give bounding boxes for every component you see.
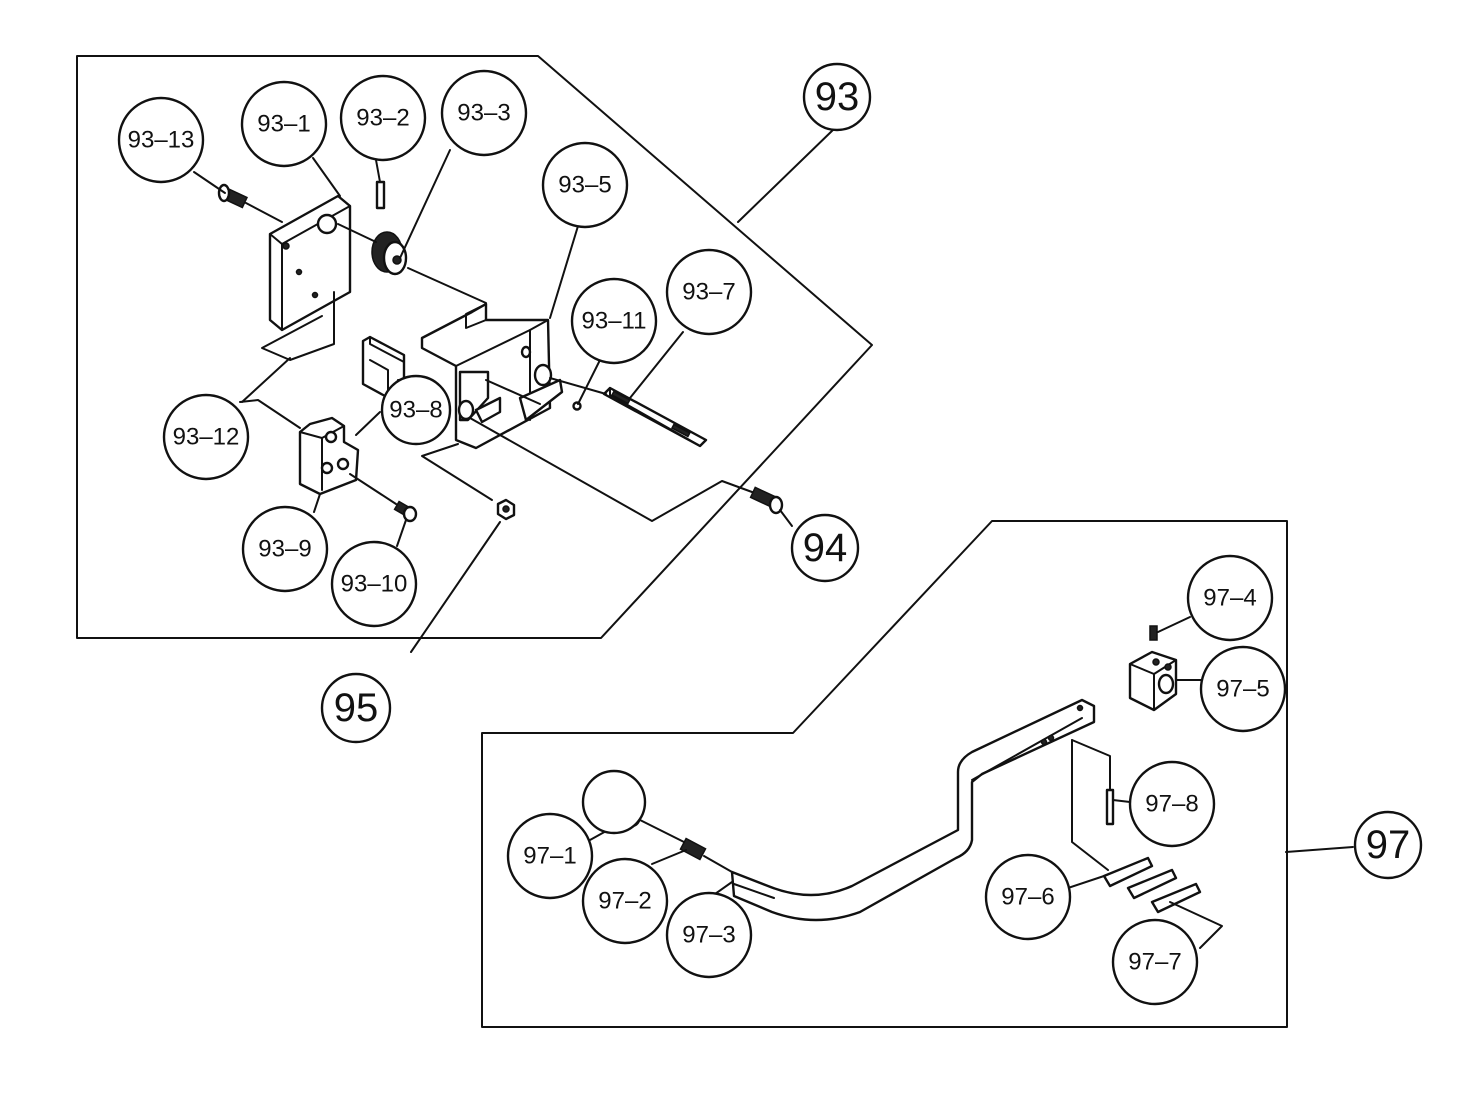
callout-93-12-label: 93–12 (173, 424, 240, 451)
callout-93: 93 (802, 62, 872, 132)
callout-97-5-label: 97–5 (1216, 676, 1269, 703)
callout-97-2: 97–2 (581, 857, 669, 945)
callout-93-9-label: 93–9 (258, 536, 311, 563)
part-93-5-housing (420, 302, 564, 450)
callout-95: 95 (320, 672, 392, 744)
callout-97-2-label: 97–2 (598, 888, 651, 915)
part-93-7-shaft (602, 386, 708, 448)
part-97-7-tab (1150, 882, 1202, 914)
part-93-13-screw (217, 183, 248, 209)
callout-97-1-ball (581, 769, 647, 835)
part-97-5-clamp-block (1128, 650, 1178, 712)
callout-97-7-label: 97–7 (1128, 949, 1181, 976)
part-97-2-spring (679, 837, 707, 861)
part-97-6-tab-a (1102, 856, 1154, 888)
part-95-nut (496, 498, 516, 521)
callout-93-7: 93–7 (665, 248, 753, 336)
part-93-9-block (298, 416, 360, 496)
callout-93-13-label: 93–13 (128, 127, 195, 154)
part-93-2-pin (375, 180, 386, 210)
callout-93-3: 93–3 (440, 69, 528, 157)
callout-93-10-label: 93–10 (341, 571, 408, 598)
callout-97-3-label: 97–3 (682, 922, 735, 949)
callout-97-7: 97–7 (1111, 918, 1199, 1006)
callout-97-4-label: 97–4 (1203, 585, 1256, 612)
part-97-6-tab-b (1126, 868, 1178, 900)
callout-97-5: 97–5 (1199, 645, 1287, 733)
callout-95-label: 95 (334, 686, 379, 730)
callout-97-4: 97–4 (1186, 554, 1274, 642)
callout-93-5-label: 93–5 (558, 172, 611, 199)
assembly-97-frame (481, 520, 1288, 1028)
part-94-screw (749, 486, 784, 515)
callout-94-label: 94 (803, 526, 848, 570)
part-97-3-lever-arm (730, 698, 1096, 922)
callout-97-6: 97–6 (984, 853, 1072, 941)
callout-93-5: 93–5 (541, 141, 629, 229)
callout-93-1-label: 93–1 (257, 111, 310, 138)
callout-97-3: 97–3 (665, 891, 753, 979)
callout-93-11: 93–11 (570, 277, 658, 365)
callout-97-8-label: 97–8 (1145, 791, 1198, 818)
part-97-8-pin (1105, 788, 1115, 826)
callout-93-8-label: 93–8 (389, 397, 442, 424)
callout-93-2-label: 93–2 (356, 105, 409, 132)
leader-lines (193, 127, 1354, 949)
callout-93-label: 93 (815, 75, 860, 119)
callout-93-12: 93–12 (162, 393, 250, 481)
part-93-1-bracket-plate (268, 194, 352, 332)
callout-97-6-label: 97–6 (1001, 884, 1054, 911)
part-93-10-screw (393, 500, 418, 523)
part-93-11-pin (572, 401, 582, 411)
callout-94: 94 (790, 513, 860, 583)
part-93-3-gear (371, 231, 408, 276)
callout-93-11-label: 93–11 (582, 308, 647, 335)
assembly-93-frame (76, 55, 873, 639)
part-97-4-set-screw (1149, 625, 1158, 641)
callout-93-13: 93–13 (117, 96, 205, 184)
callout-93-9: 93–9 (241, 505, 329, 593)
callout-97-1: 97–1 (506, 812, 594, 900)
callout-97: 97 (1353, 810, 1423, 880)
callout-93-1: 93–1 (240, 80, 328, 168)
callout-93-3-label: 93–3 (457, 100, 510, 127)
callout-97-1-label: 97–1 (523, 843, 576, 870)
callout-93-10: 93–10 (330, 540, 418, 628)
callout-97-label: 97 (1366, 823, 1411, 867)
callout-97-8: 97–8 (1128, 760, 1216, 848)
callout-93-7-label: 93–7 (682, 279, 735, 306)
callout-93-2: 93–2 (339, 74, 427, 162)
callout-93-8: 93–8 (380, 374, 452, 446)
